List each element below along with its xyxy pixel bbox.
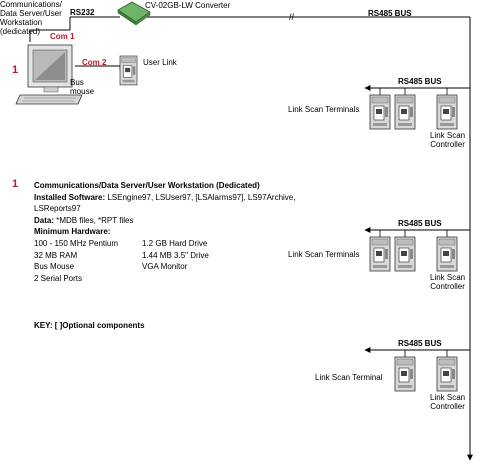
com2-label: Com 2 [82,58,107,67]
group2-terminal-2 [394,236,416,272]
com1-line [29,29,70,42]
group1-controller-label: Link Scan Controller [430,131,466,149]
group2-terminals-label: Link Scan Terminals [288,250,360,259]
workstation-label: Communications/ Data Server/User Worksta… [0,0,62,36]
group3-controller-label: Link Scan Controller [430,393,466,411]
group1-terminal-2 [394,94,416,130]
group2-terminal-1 [369,236,391,272]
hardware-list-left: 100 - 150 MHz Pentium 32 MB RAM Bus Mous… [34,239,119,283]
group2-bus-label: RS485 BUS [398,219,442,228]
spec-marker: 1 [12,178,19,190]
rs232-label: RS232 [70,8,95,17]
group3-bus-label: RS485 BUS [398,339,442,348]
group3-terminal-1 [394,356,416,392]
group1-terminals-label: Link Scan Terminals [288,105,360,114]
group1-controller [436,94,458,130]
spec-block: Communications/Data Server/User Workstat… [34,180,295,238]
group3-controller [436,356,458,392]
group3-terminal-label: Link Scan Terminal [315,373,383,382]
user-link-device [119,55,138,86]
com1-label: Com 1 [50,32,75,41]
marker-1: 1 [12,64,19,76]
spec-hardware-heading: Minimum Hardware: [34,227,111,237]
rs485-top-label: RS485 BUS [368,9,412,18]
bus-mouse-label: Bus mouse [70,78,95,96]
key-legend: KEY: [ ]Optional components [34,321,145,330]
spec-data: Data: *MDB files, *RPT files [34,215,134,225]
group2-controller-label: Link Scan Controller [430,273,466,291]
converter-device [117,1,151,26]
spec-software: Installed Software: LSEngine97, LSUser97… [34,192,296,202]
spec-heading: Communications/Data Server/User Workstat… [34,181,260,190]
converter-label: CV-02GB-LW Converter [145,1,231,10]
group2-controller [436,236,458,272]
group1-bus-label: RS485 BUS [398,77,442,86]
group1-terminal-1 [369,94,391,130]
break-mark: // [289,12,295,22]
user-link-label: User Link [143,58,177,67]
spec-software-cont: LSReports97 [34,204,81,214]
hardware-list-right: 1.2 GB Hard Drive 1.44 MB 3.5" Drive VGA… [142,239,209,272]
computer-icon [15,44,83,105]
